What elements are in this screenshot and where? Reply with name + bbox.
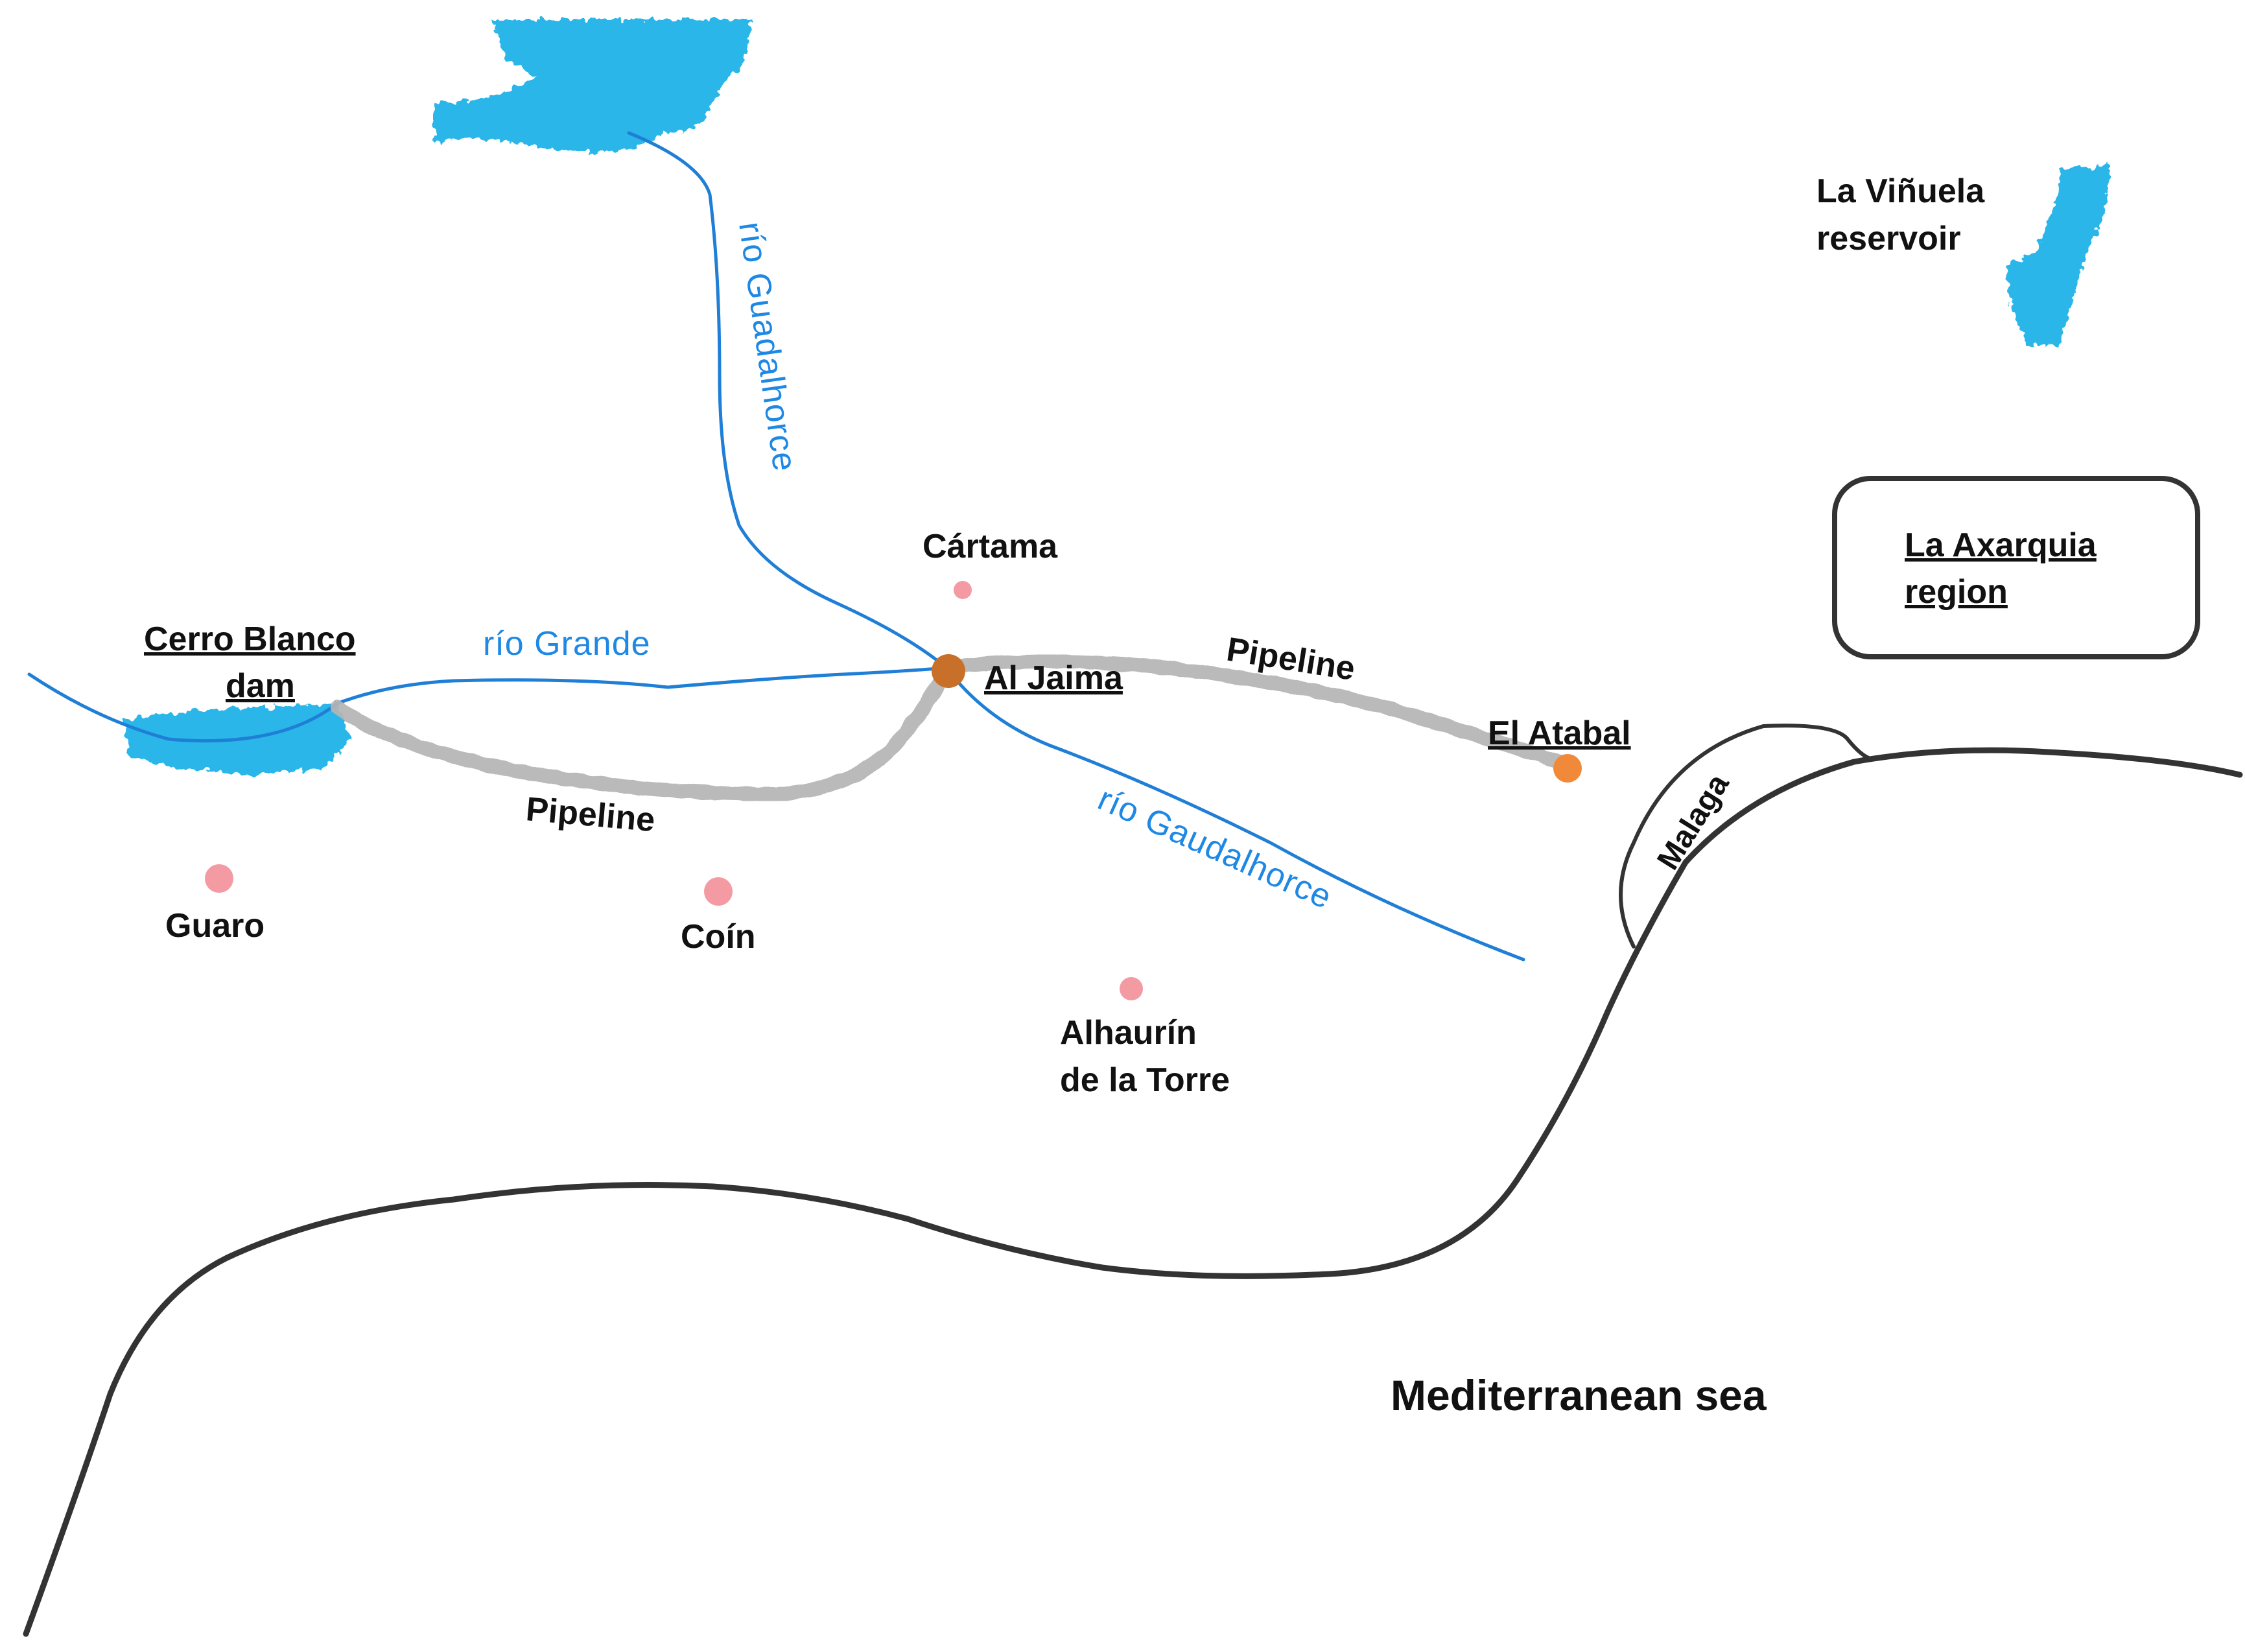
- label-region-line1: La Axarquia: [1905, 526, 2097, 564]
- label-region-line2: region: [1905, 573, 2008, 611]
- label-el-atabal: El Atabal: [1488, 714, 1631, 752]
- upper-reservoir-water: [434, 18, 752, 152]
- label-al-jaima: Al Jaima: [984, 659, 1123, 697]
- pipeline-west: [330, 664, 954, 801]
- guaro-dot: [205, 864, 233, 893]
- river-grande: [27, 666, 948, 743]
- town-dots: [205, 581, 1143, 1000]
- el-atabal-dot: [1553, 754, 1582, 783]
- pipelines: [330, 654, 1576, 801]
- rivers: [27, 131, 1525, 962]
- vinuela-reservoir-water: [2006, 165, 2110, 347]
- label-coin: Coín: [681, 918, 756, 956]
- label-dam-line2: dam: [226, 667, 295, 705]
- coin-dot: [704, 877, 733, 906]
- label-cartama: Cártama: [923, 528, 1058, 565]
- river-guadalhorce-lower: [945, 666, 1525, 962]
- cartama-dot: [954, 581, 972, 599]
- label-dam-line1: Cerro Blanco: [144, 620, 356, 658]
- alhaurin-dot: [1120, 977, 1143, 1000]
- pipeline-east: [939, 654, 1576, 772]
- label-guaro: Guaro: [165, 907, 264, 945]
- axarquia-region-box: [1832, 476, 2200, 659]
- label-reservoir-line1: La Viñuela: [1816, 172, 1985, 210]
- label-alhaurin-line1: Alhaurín: [1060, 1014, 1197, 1052]
- label-rio-grande: río Grande: [483, 625, 651, 663]
- label-reservoir-line2: reservoir: [1816, 220, 1961, 257]
- coastline: [23, 724, 2243, 1637]
- river-guadalhorce-upper: [627, 131, 948, 670]
- al-jaima-dot: [932, 654, 965, 688]
- label-mediterranean-sea: Mediterranean sea: [1391, 1371, 1767, 1419]
- coastline-main: [23, 747, 2243, 1637]
- malaga-outline: [1619, 724, 1872, 949]
- label-alhaurin-line2: de la Torre: [1060, 1061, 1230, 1099]
